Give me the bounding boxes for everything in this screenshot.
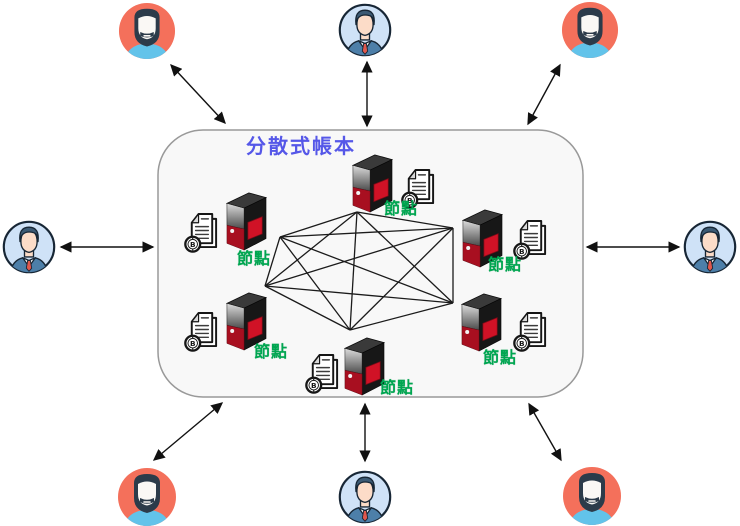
bitcoin-ledger-document-icon bbox=[183, 210, 220, 253]
ledger-title: 分散式帳本 bbox=[246, 134, 356, 158]
user-avatar-business-icon bbox=[683, 220, 737, 274]
arrow-top-left bbox=[170, 63, 226, 125]
node-label: 節點 bbox=[254, 342, 289, 361]
node-label: 節點 bbox=[384, 199, 419, 218]
p2p-mesh-network bbox=[264, 211, 454, 331]
user-avatar-business-icon bbox=[338, 3, 392, 57]
node-label: 節點 bbox=[488, 255, 523, 274]
node-label: 節點 bbox=[483, 348, 518, 367]
user-avatar-casual-icon bbox=[117, 467, 177, 526]
server-tower-icon bbox=[459, 291, 503, 352]
user-avatar-business-icon bbox=[338, 470, 392, 524]
bitcoin-ledger-document-icon bbox=[183, 309, 220, 352]
arrow-top-right bbox=[527, 63, 561, 126]
server-tower-icon bbox=[224, 190, 268, 251]
bitcoin-ledger-document-icon bbox=[512, 309, 549, 352]
node-label: 節點 bbox=[237, 249, 272, 268]
user-avatar-business-icon bbox=[2, 220, 56, 274]
arrow-bottom-right bbox=[528, 402, 562, 462]
user-avatar-casual-icon bbox=[562, 466, 622, 526]
user-avatar-casual-icon bbox=[561, 1, 619, 59]
bitcoin-ledger-document-icon bbox=[304, 351, 341, 394]
user-avatar-casual-icon bbox=[118, 2, 176, 60]
arrow-bottom-left bbox=[152, 402, 224, 461]
user-ledger-arrows bbox=[59, 60, 681, 463]
node-label: 節點 bbox=[380, 378, 415, 397]
